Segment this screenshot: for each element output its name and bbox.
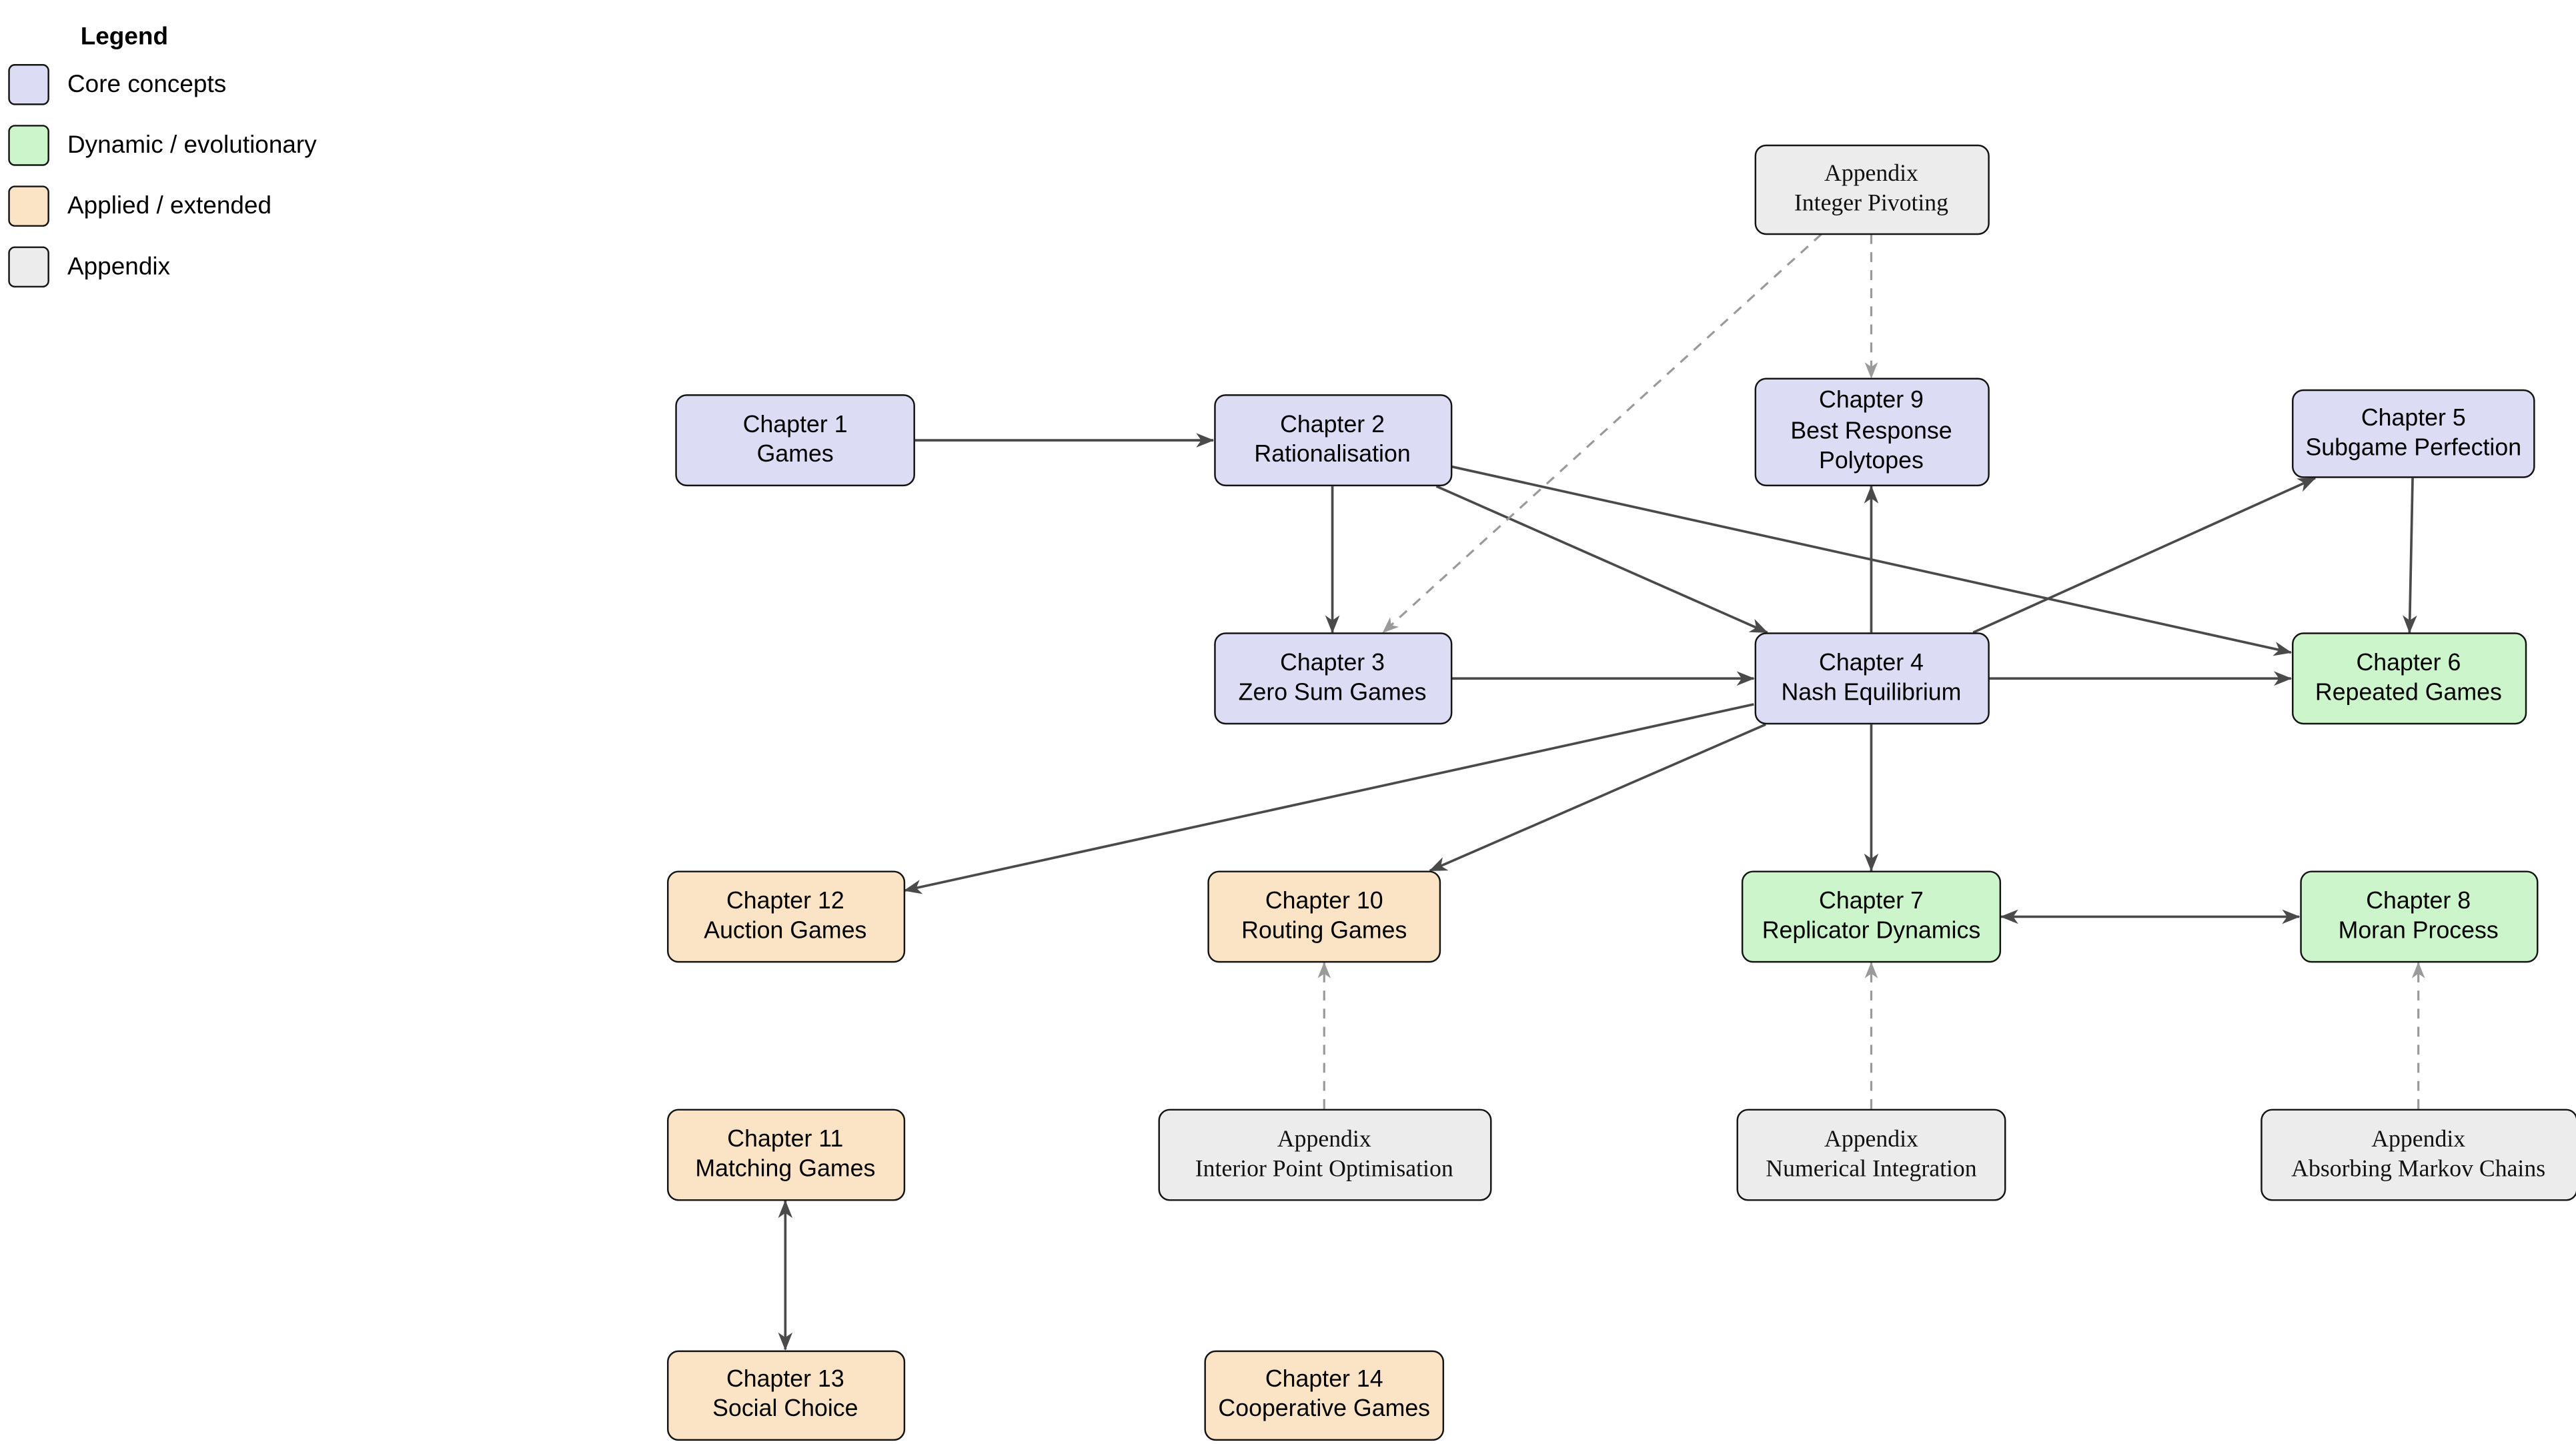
node-label-line: Chapter 5 [2361,405,2466,432]
node-label-line: Appendix [2371,1126,2466,1153]
node-label-line: Polytopes [1819,449,1924,476]
node-label-line: Chapter 11 [727,1126,844,1153]
node-ch6: Chapter 6 Repeated Games [2291,632,2527,725]
node-label-line: Chapter 2 [1280,412,1385,438]
node-label-line: Chapter 13 [726,1366,844,1393]
legend-item-label: Appendix [67,253,171,281]
node-ch13: Chapter 13 Social Choice [666,1349,904,1440]
node-ch5: Chapter 5 Subgame Perfection [2292,389,2535,478]
node-label-line: Rationalisation [1254,442,1411,468]
legend-title: Legend [80,23,169,51]
legend-item-label: Core concepts [67,70,227,99]
node-label-line: Cooperative Games [1218,1396,1431,1423]
node-label-line: Routing Games [1241,918,1407,945]
node-label-line: Interior Point Optimisation [1195,1157,1453,1183]
legend-item-label: Applied / extended [67,192,272,221]
node-label-line: Nash Equilibrium [1781,680,1962,707]
legend-item-dynamic: Dynamic / evolutionary [8,125,317,166]
node-label-line: Appendix [1824,160,1918,187]
node-label-line: Social Choice [712,1396,858,1423]
node-label-line: Chapter 3 [1280,650,1385,676]
edge-ch4-ch5 [1972,477,2317,634]
node-label-line: Numerical Integration [1766,1157,1977,1183]
edge-ch2-ch4 [1435,485,1768,634]
node-label-line: Chapter 4 [1819,650,1924,676]
core-concepts-swatch [8,64,49,105]
legend-item-label: Dynamic / evolutionary [67,131,317,159]
node-label-line: Absorbing Markov Chains [2291,1157,2546,1183]
node-label-line: Best Response [1790,418,1952,445]
appendix-swatch [8,246,49,288]
node-label-line: Zero Sum Games [1238,680,1427,707]
edge-ch4-ch10 [1429,723,1766,872]
legend-item-applied: Applied / extended [8,185,316,227]
legend-item-appendix: Appendix [8,246,316,288]
applied-extended-swatch [8,185,49,227]
node-ch4: Chapter 4 Nash Equilibrium [1754,632,1989,725]
node-ch11: Chapter 11 Matching Games [666,1109,904,1201]
node-label-line: Chapter 12 [726,888,844,914]
node-label-line: Games [756,442,834,468]
node-label-line: Appendix [1277,1126,1371,1153]
node-label-line: Repeated Games [2315,680,2502,707]
node-label-line: Chapter 7 [1819,888,1924,914]
node-label-line: Appendix [1824,1126,1918,1153]
edge-app_ip-ch3 [1382,233,1822,634]
node-ch10: Chapter 10 Routing Games [1207,870,1441,963]
edge-ch4-ch12 [903,703,1754,894]
node-label-line: Chapter 1 [742,412,848,438]
node-label-line: Chapter 9 [1819,388,1924,415]
dynamic-evolutionary-swatch [8,125,49,166]
legend: Legend Core concepts Dynamic / evolution… [8,23,317,307]
node-ch1: Chapter 1 Games [675,394,915,487]
node-label-line: Chapter 6 [2356,650,2461,676]
node-label-line: Moran Process [2338,918,2499,945]
node-ch14: Chapter 14 Cooperative Games [1204,1349,1445,1440]
node-label-line: Matching Games [695,1157,876,1183]
node-ch8: Chapter 8 Moran Process [2299,870,2538,963]
node-label-line: Chapter 14 [1265,1366,1383,1393]
node-label-line: Integer Pivoting [1794,190,1949,217]
node-label-line: Chapter 8 [2366,888,2471,914]
node-label-line: Chapter 10 [1265,888,1383,914]
legend-item-core: Core concepts [8,64,316,105]
node-ch2: Chapter 2 Rationalisation [1213,394,1452,487]
node-label-line: Subgame Perfection [2305,435,2522,462]
edge-ch5-ch6 [2403,478,2417,634]
node-label-line: Replicator Dynamics [1762,918,1981,945]
node-label-line: Auction Games [704,918,867,945]
node-ch12: Chapter 12 Auction Games [666,870,904,963]
node-ch3: Chapter 3 Zero Sum Games [1213,632,1452,725]
node-ch7: Chapter 7 Replicator Dynamics [1741,870,2002,963]
